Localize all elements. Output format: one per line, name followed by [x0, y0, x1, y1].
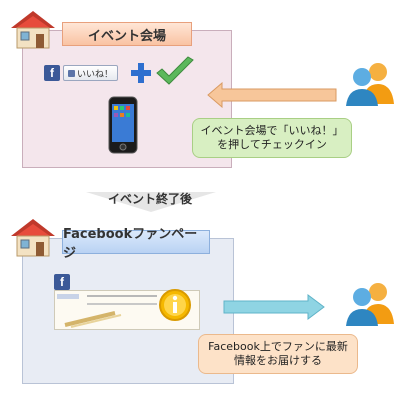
arrow-left-icon — [207, 82, 337, 108]
check-icon — [156, 56, 194, 85]
down-arrow-divider — [86, 192, 216, 212]
thumbs-up-icon — [68, 69, 75, 77]
users-icon — [346, 283, 394, 326]
users-icon — [346, 63, 394, 106]
like-button-label: いいね！ — [77, 69, 114, 80]
plus-icon — [131, 63, 151, 83]
fanpage-title: Facebookファンページ — [62, 227, 210, 261]
smartphone-icon — [108, 96, 138, 154]
like-button[interactable]: いいね！ — [63, 65, 119, 81]
arrow-right-icon — [223, 294, 325, 320]
fanpage-note: Facebook上でファンに最新 情報をお届けする — [198, 334, 358, 374]
event-venue-title: イベント会場 — [62, 22, 192, 46]
fanpage-note-line-2: 情報をお届けする — [234, 354, 322, 367]
facebook-icon: f — [54, 274, 70, 290]
after-event-label: イベント終了後 — [107, 192, 192, 206]
checkin-note: イベント会場で「いいね！」 を押してチェックイン — [192, 118, 352, 158]
house-icon — [11, 11, 55, 49]
fanpage-note-line-1: Facebook上でファンに最新 — [208, 340, 348, 353]
checkin-note-line-1: イベント会場で「いいね！」 — [200, 124, 344, 137]
house-icon — [11, 219, 55, 257]
checkin-note-line-2: を押してチェックイン — [217, 138, 327, 151]
facebook-icon: f — [44, 65, 60, 81]
fanpage-preview-image — [57, 294, 157, 328]
facebook-like-widget: f いいね！ — [44, 64, 124, 82]
info-icon — [159, 289, 191, 321]
